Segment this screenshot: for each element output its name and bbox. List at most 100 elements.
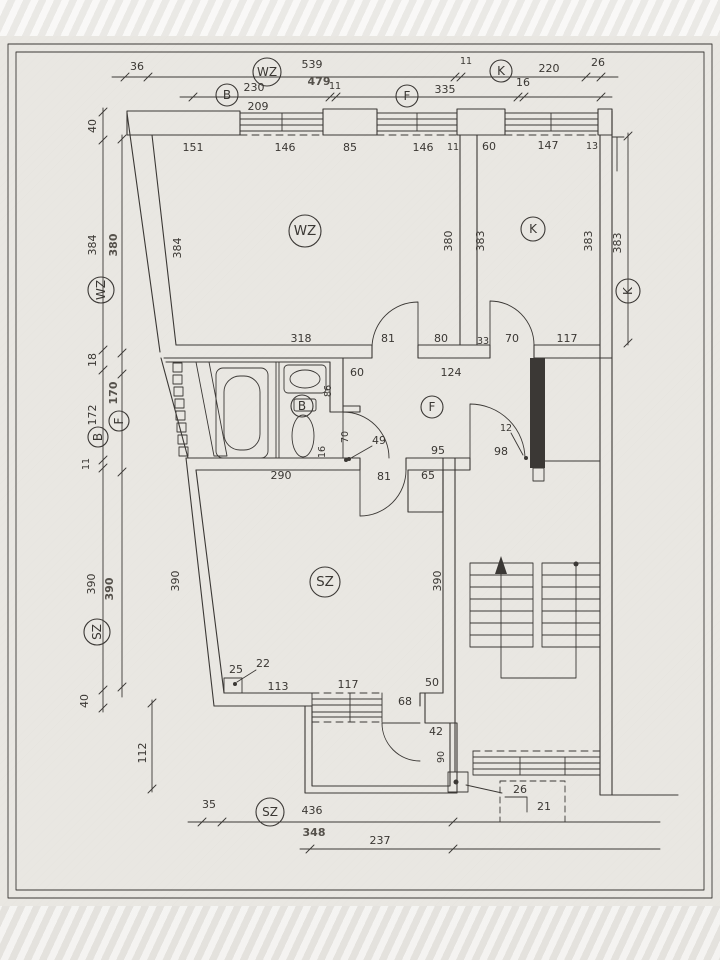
- leader-22: [236, 669, 257, 683]
- dim: 50: [425, 676, 439, 689]
- dim: 318: [291, 332, 312, 345]
- stair-start-dot: [573, 561, 579, 567]
- stair-flight-down: [541, 562, 601, 648]
- dim: 70: [340, 431, 351, 443]
- chimney-notch: [223, 677, 243, 694]
- dimension-lines: [98, 72, 661, 854]
- balcony: [304, 692, 503, 794]
- dim: 70: [505, 332, 519, 345]
- dim: 151: [183, 141, 204, 154]
- dim: 40: [78, 694, 91, 708]
- bathtub: [215, 367, 269, 459]
- badge-wz-left: WZ: [94, 280, 108, 300]
- wz-door: [371, 301, 419, 349]
- dim: 112: [136, 743, 149, 764]
- dim: 36: [130, 60, 144, 73]
- dim: 86: [323, 385, 334, 397]
- badge-wz-top: WZ: [257, 65, 277, 79]
- washbasin: [283, 364, 327, 394]
- dim: 98: [494, 445, 508, 458]
- exterior-walls: [126, 108, 679, 796]
- room-label-k: K: [529, 222, 538, 236]
- dim: 390: [169, 571, 182, 592]
- badge-f-left: F: [112, 417, 126, 424]
- dim: 383: [582, 231, 595, 252]
- dim: 60: [350, 366, 364, 379]
- room-label-sz: SZ: [316, 574, 334, 590]
- neighbor-wall-hook: [611, 136, 625, 172]
- dim: 146: [413, 141, 434, 154]
- stair-up-arrow: [495, 556, 507, 574]
- dim: 113: [268, 680, 289, 693]
- dimension-labels: 36 539 11 220 26 230 209 479 11 335 16 4…: [78, 56, 624, 847]
- dim: 209: [248, 100, 269, 113]
- badge-k-top: K: [497, 64, 506, 78]
- room-badges: WZ K B F WZ B F SZ K SZ WZ K B F SZ: [83, 57, 641, 827]
- dim: 117: [557, 332, 578, 345]
- dim: 479: [308, 75, 331, 88]
- dim: 390: [85, 574, 98, 595]
- sz-door: [359, 469, 407, 517]
- entrance-door: [469, 403, 526, 460]
- bath-door: [342, 411, 390, 459]
- dim: 12: [500, 423, 512, 434]
- stair-window: [472, 750, 601, 776]
- dim: 290: [271, 469, 292, 482]
- dim: 11: [81, 458, 92, 470]
- doors: [342, 300, 535, 762]
- bathroom-glass-brick-wall: [172, 362, 189, 457]
- dim: 16: [516, 76, 530, 89]
- border-frame: [7, 43, 713, 899]
- windows-top-wall: [239, 112, 599, 136]
- dim: 13: [586, 141, 598, 152]
- dim: 26: [591, 56, 605, 69]
- dim: 335: [435, 83, 456, 96]
- stair-walk-line: [500, 563, 577, 679]
- badge-sz-left: SZ: [90, 624, 104, 640]
- dim: 170: [107, 381, 120, 404]
- dim: 42: [429, 725, 443, 738]
- dim: 117: [338, 678, 359, 691]
- badge-b-left: B: [91, 433, 105, 441]
- washbasin-bowl: [289, 369, 321, 389]
- dim: 147: [538, 139, 559, 152]
- dim: 40: [86, 119, 99, 133]
- dim: 172: [86, 405, 99, 426]
- dim: 60: [482, 140, 496, 153]
- leader-49: [350, 445, 373, 459]
- dim: 65: [421, 469, 435, 482]
- dim: 383: [474, 231, 487, 252]
- column-dot: [453, 779, 459, 785]
- badge-f-top: F: [404, 89, 411, 103]
- dim: 21: [537, 800, 551, 813]
- dim: 22: [256, 657, 270, 670]
- dim: 380: [442, 231, 455, 252]
- dim: 220: [539, 62, 560, 75]
- badge-k-right: K: [621, 286, 635, 295]
- dim: 16: [317, 446, 328, 458]
- interior-walls: [163, 134, 613, 773]
- dim: 383: [611, 233, 624, 254]
- wc-cistern: [293, 398, 317, 412]
- bathroom-fixtures: [215, 364, 327, 459]
- dim: 35: [202, 798, 216, 811]
- dim: 11: [329, 81, 341, 92]
- dim: 348: [303, 826, 326, 839]
- dim: 81: [381, 332, 395, 345]
- entrance-stop-dot: [524, 456, 528, 460]
- step-detail: [504, 796, 528, 813]
- wc-bowl: [291, 414, 315, 458]
- dim: 49: [372, 434, 386, 447]
- dashed-outline-below: [499, 780, 566, 823]
- dim: 26: [513, 783, 527, 796]
- dim: 81: [377, 470, 391, 483]
- dim: 95: [431, 444, 445, 457]
- dim: 25: [229, 663, 243, 676]
- room-label-wz: WZ: [294, 223, 317, 239]
- room-label-f: F: [429, 400, 436, 414]
- dim: 85: [343, 141, 357, 154]
- dim: 237: [370, 834, 391, 847]
- dim: 390: [103, 577, 116, 600]
